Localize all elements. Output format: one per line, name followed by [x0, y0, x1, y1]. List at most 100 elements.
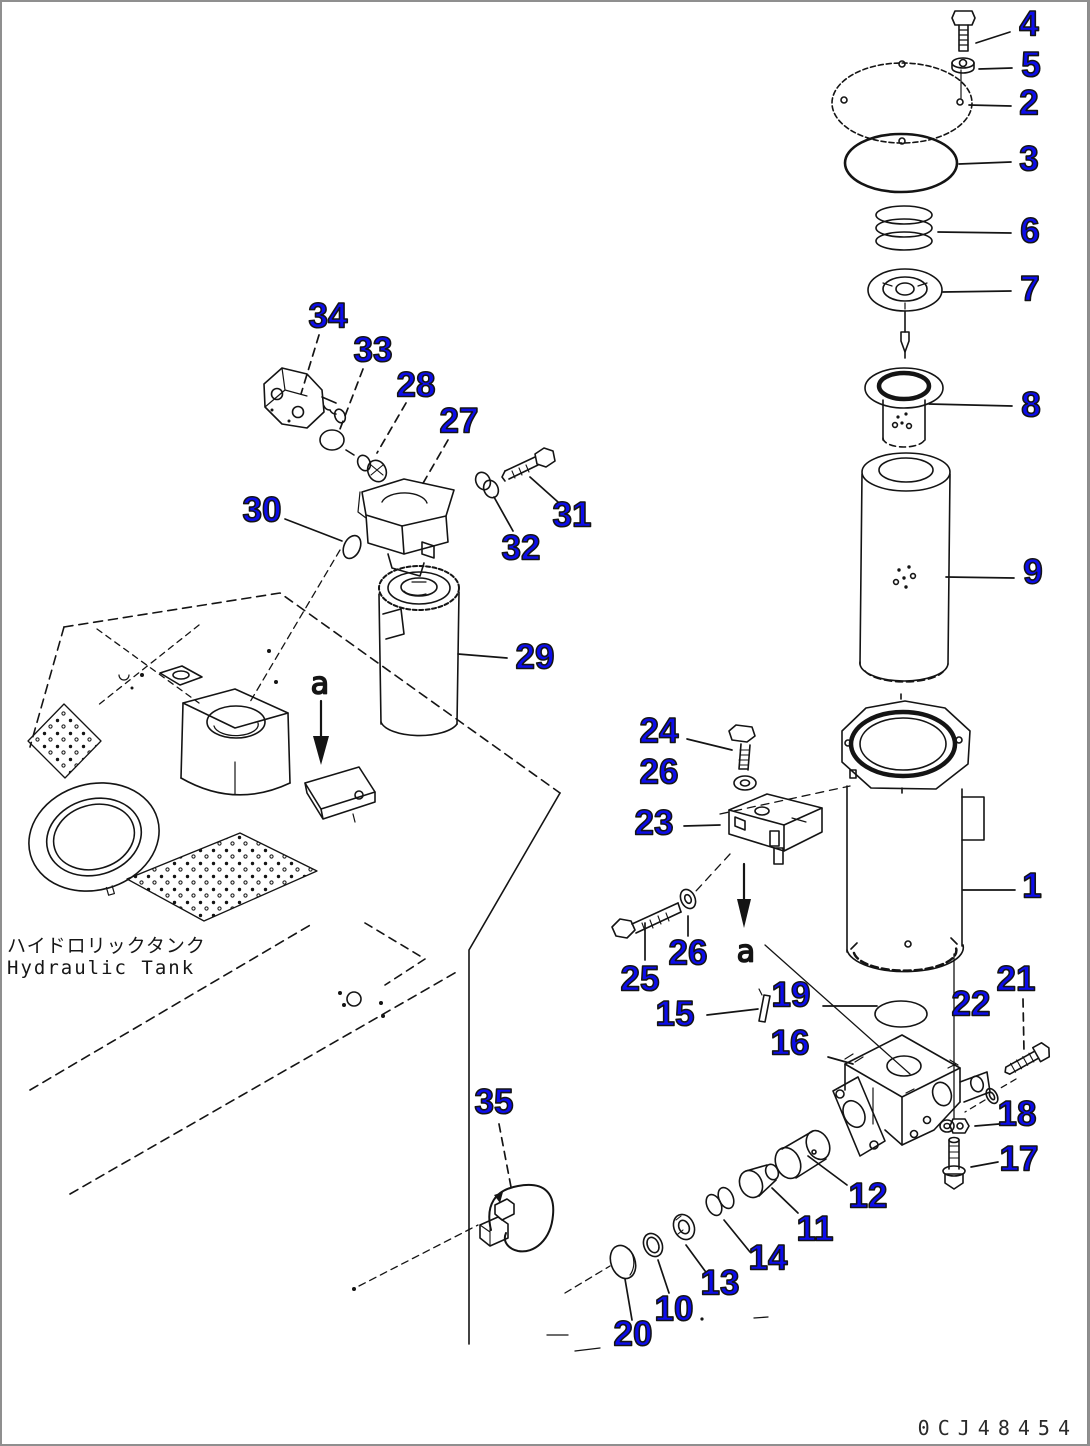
part-label-24[interactable]: 24: [639, 711, 680, 752]
part-label-12[interactable]: 12: [848, 1176, 889, 1217]
leader-9: [946, 577, 1014, 578]
sensor-wire-35: [352, 1185, 553, 1291]
leader-10: [658, 1260, 669, 1293]
phantom-marks-bottom: [547, 1266, 768, 1351]
cover-bolt-4: [952, 11, 975, 51]
leader-24: [687, 739, 732, 750]
elbow-body-16: [833, 1035, 990, 1156]
cover-nut-5: [952, 58, 974, 98]
leader-23: [684, 825, 720, 826]
part-label-26[interactable]: 26: [639, 752, 680, 793]
valve-34: [264, 368, 347, 428]
part-label-16[interactable]: 16: [770, 1023, 811, 1064]
part-label-28[interactable]: 28: [396, 365, 437, 406]
view-arrow-head: [313, 736, 329, 765]
leader-8: [929, 404, 1012, 406]
washer-22-nut-18: [940, 1119, 969, 1133]
hydraulic-tank: [16, 593, 560, 1344]
part-label-27[interactable]: 27: [439, 401, 480, 442]
part-label-35[interactable]: 35: [474, 1082, 515, 1123]
sleeve-12: [771, 1127, 835, 1183]
part-label-21[interactable]: 21: [996, 959, 1037, 1000]
leader-6: [938, 232, 1011, 233]
valve-guide-8: [865, 368, 943, 447]
part-label-5[interactable]: 5: [1020, 45, 1041, 86]
part-label-1[interactable]: 1: [1021, 866, 1042, 907]
part-label-33[interactable]: 33: [353, 330, 394, 371]
plug-30: [340, 533, 364, 561]
bypass-valve-7: [868, 269, 942, 358]
leader-18: [975, 1124, 999, 1126]
leader-15: [707, 1009, 758, 1015]
bolt-24: [729, 725, 755, 770]
part-label-4[interactable]: 4: [1018, 4, 1040, 45]
leader-21: [1023, 999, 1024, 1052]
leader-14: [724, 1220, 750, 1252]
leader-28: [377, 403, 406, 453]
view-arrow-label: a: [737, 935, 755, 970]
leader-2: [969, 105, 1011, 106]
part-label-19[interactable]: 19: [771, 975, 812, 1016]
leader-34: [301, 335, 319, 394]
leader-3: [959, 162, 1011, 164]
part-label-34[interactable]: 34: [308, 296, 349, 337]
part-label-29[interactable]: 29: [515, 637, 556, 678]
leader-31: [530, 477, 558, 502]
filter-housing-1: [842, 694, 984, 972]
spring-6: [876, 206, 932, 250]
part-label-25[interactable]: 25: [620, 959, 661, 1000]
part-label-3[interactable]: 3: [1018, 139, 1039, 180]
part-label-2[interactable]: 2: [1018, 83, 1039, 124]
part-label-31[interactable]: 31: [552, 495, 593, 536]
part-label-17[interactable]: 17: [999, 1139, 1040, 1180]
bolt-25: [612, 903, 681, 938]
cap-20: [606, 1242, 640, 1282]
washer-32: [473, 470, 501, 500]
leader-35: [499, 1124, 511, 1187]
part-label-18[interactable]: 18: [997, 1094, 1038, 1135]
tank-label-jp: ハイドロリックタンク: [7, 935, 206, 957]
bolt-17: [943, 1138, 965, 1190]
part-label-23[interactable]: 23: [634, 803, 675, 844]
assembly-line-15-16: [765, 945, 910, 1074]
part-label-22[interactable]: 22: [951, 984, 992, 1025]
part-label-8[interactable]: 8: [1020, 385, 1041, 426]
leader-12: [808, 1156, 847, 1185]
part-label-10[interactable]: 10: [654, 1289, 695, 1330]
part-label-9[interactable]: 9: [1022, 552, 1043, 593]
view-arrows: aa: [310, 666, 756, 971]
center-line-23-housing: [720, 786, 850, 814]
leader-16: [828, 1057, 853, 1064]
bracket-27: [358, 479, 454, 576]
leader-11: [772, 1188, 798, 1213]
washer-14: [703, 1185, 737, 1218]
washer-26a: [734, 776, 756, 790]
ring-10: [640, 1230, 666, 1259]
part-label-32[interactable]: 32: [501, 528, 542, 569]
part-label-26[interactable]: 26: [668, 933, 709, 974]
part-label-7[interactable]: 7: [1019, 269, 1040, 310]
part-label-20[interactable]: 20: [613, 1314, 654, 1355]
oring-33: [320, 430, 344, 450]
leader-17: [971, 1162, 998, 1167]
view-arrow-head: [737, 899, 751, 928]
part-label-13[interactable]: 13: [700, 1263, 741, 1304]
part-label-14[interactable]: 14: [748, 1238, 789, 1279]
bolt-31: [502, 448, 555, 481]
part-label-30[interactable]: 30: [242, 490, 283, 531]
part-label-6[interactable]: 6: [1019, 211, 1040, 252]
filter-element-9: [860, 453, 950, 682]
washer-22b: [984, 1087, 1001, 1106]
leader-5: [979, 68, 1012, 69]
ring-13: [670, 1211, 699, 1243]
center-line-21: [965, 1079, 1016, 1112]
part-label-11[interactable]: 11: [796, 1209, 835, 1250]
bushing-11: [735, 1162, 780, 1201]
leader-32: [494, 497, 513, 531]
leader-4: [976, 32, 1010, 43]
part-label-15[interactable]: 15: [655, 994, 696, 1035]
leader-30: [285, 519, 342, 541]
cover-ring-3: [845, 134, 957, 192]
